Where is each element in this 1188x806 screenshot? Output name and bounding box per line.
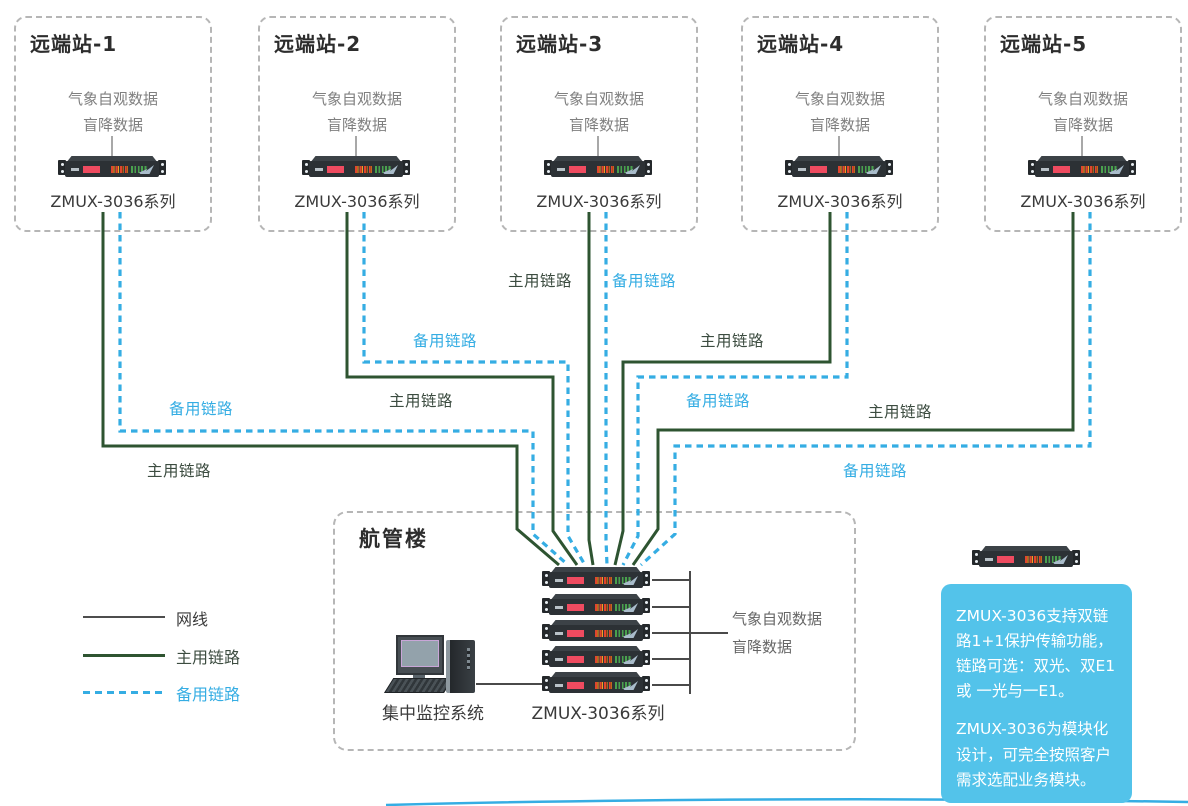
legend-label-main: 主用链路 [176,648,241,667]
link-label-main: 主用链路 [147,462,212,480]
zmux-device [785,156,893,178]
station-data-text: 气象自观数据 [794,90,885,108]
link-label-main: 主用链路 [868,403,933,421]
legend-label-wire: 网线 [176,610,209,629]
station-data-text: 气象自观数据 [553,90,644,108]
station-data-text: 气象自观数据 [67,90,158,108]
station-title: 远端站-5 [1000,32,1088,56]
brand-swoosh-icon [623,655,638,664]
brand-swoosh-icon [623,576,638,585]
brand-swoosh-icon [623,629,638,638]
link-label-backup: 备用链路 [413,332,478,350]
monitor-stand [413,675,425,679]
info-panel: ZMUX-3036支持双链路1+1保护传输功能，链路可选：双光、双E1 或 一光… [941,584,1132,803]
link-label-main: 主用链路 [389,392,454,410]
zmux-device [302,156,410,178]
link-label-main: 主用链路 [700,332,765,350]
central-device-label: ZMUX-3036系列 [531,704,665,724]
station-title: 远端站-3 [516,32,604,56]
output-data-text: 盲降数据 [732,638,793,656]
station-box-3: 远端站-3 气象自观数据 盲降数据 ZMUX-3036系列 [500,16,698,232]
brand-swoosh-icon [1109,165,1124,174]
legend-main-line [83,654,165,657]
output-data-text: 气象自观数据 [732,610,823,628]
device-label: ZMUX-3036系列 [1020,192,1146,211]
zmux-device [542,646,650,668]
zmux-device [544,156,652,178]
brand-swoosh-icon [625,165,640,174]
brand-swoosh-icon [383,165,398,174]
monitor-system-label: 集中监控系统 [382,704,484,724]
device-label: ZMUX-3036系列 [50,192,176,211]
brand-swoosh-icon [623,603,638,612]
brand-swoosh-icon [866,165,881,174]
legend-label-backup: 备用链路 [176,685,241,704]
computer-tower-icon [446,640,475,693]
station-title: 远端站-1 [30,32,118,56]
keyboard-icon [384,678,454,693]
zmux-device [542,620,650,642]
device-label: ZMUX-3036系列 [536,192,662,211]
zmux-device [542,594,650,616]
link-label-backup: 备用链路 [169,400,234,418]
station-data-text: 气象自观数据 [1037,90,1128,108]
station-data-text: 气象自观数据 [311,90,402,108]
building-title: 航管楼 [359,527,428,551]
station-box-1: 远端站-1 气象自观数据 盲降数据 ZMUX-3036系列 [14,16,212,232]
station-data-text: 盲降数据 [809,116,870,134]
zmux-device [542,567,650,589]
monitor-icon [396,635,444,675]
station-data-text: 盲降数据 [326,116,387,134]
brand-swoosh-icon [139,165,154,174]
station-box-4: 远端站-4 气象自观数据 盲降数据 ZMUX-3036系列 [741,16,939,232]
station-data-text: 盲降数据 [568,116,629,134]
zmux-device [972,546,1080,568]
device-label: ZMUX-3036系列 [777,192,903,211]
zmux-device [1028,156,1136,178]
brand-swoosh-icon [623,681,638,690]
station-title: 远端站-4 [757,32,845,56]
info-paragraph-1: ZMUX-3036支持双链路1+1保护传输功能，链路可选：双光、双E1 或 一光… [956,607,1116,701]
info-paragraph-2: ZMUX-3036为模块化设计，可完全按照客户需求选配业务模块。 [956,720,1112,789]
station-box-5: 远端站-5 气象自观数据 盲降数据 ZMUX-3036系列 [984,16,1182,232]
link-label-backup: 备用链路 [843,462,908,480]
zmux-device [58,156,166,178]
legend-backup-line [83,691,163,694]
link-label-backup: 备用链路 [612,272,677,290]
legend-wire-line [83,616,165,618]
station-data-text: 盲降数据 [82,116,143,134]
link-label-main: 主用链路 [508,272,573,290]
station-box-2: 远端站-2 气象自观数据 盲降数据 ZMUX-3036系列 [258,16,456,232]
station-data-text: 盲降数据 [1052,116,1113,134]
station-title: 远端站-2 [274,32,362,56]
monitoring-computer [384,635,484,697]
device-label: ZMUX-3036系列 [294,192,420,211]
zmux-device [542,672,650,694]
link-label-backup: 备用链路 [686,392,751,410]
